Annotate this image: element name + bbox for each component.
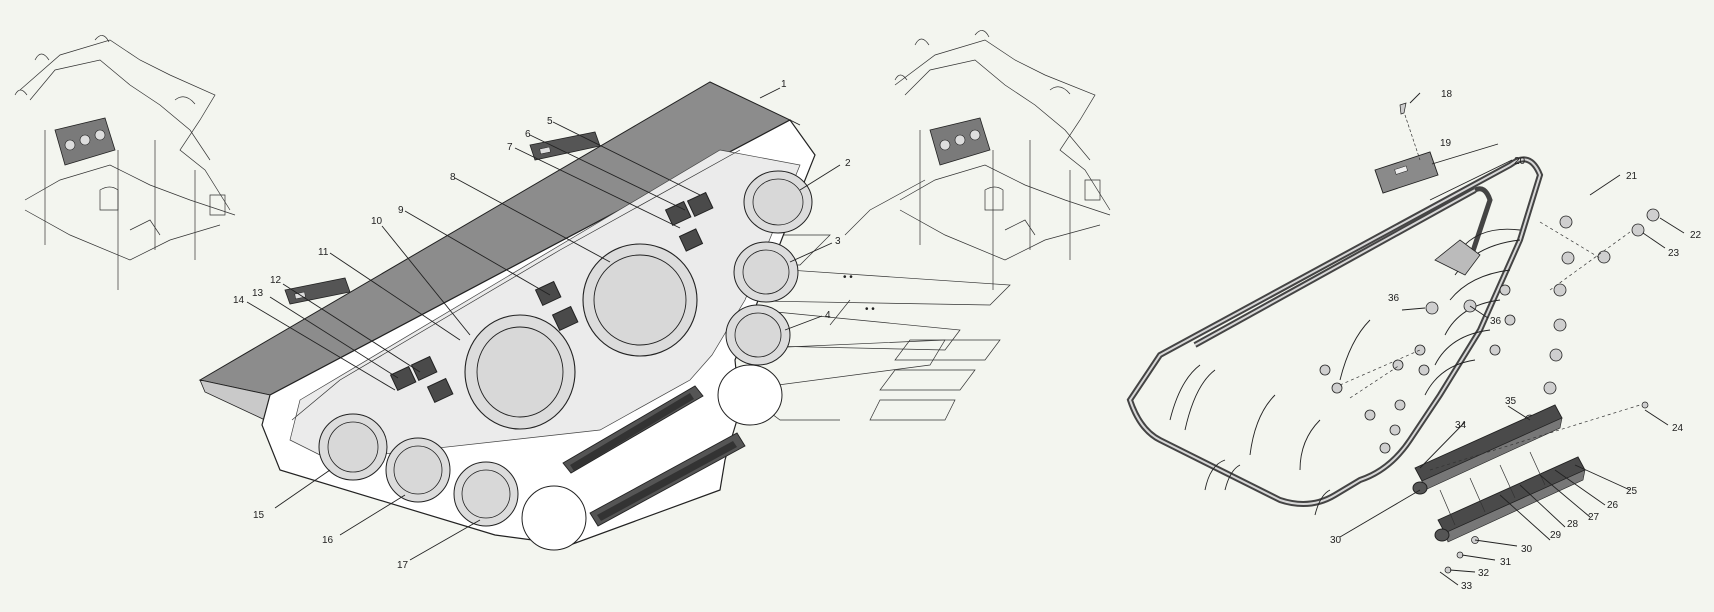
callout-5: 5 [547, 116, 553, 127]
callout-17: 17 [397, 560, 409, 571]
callout-21: 21 [1626, 171, 1638, 182]
callout-18: 18 [1441, 89, 1453, 100]
callout-31: 31 [1500, 557, 1512, 568]
bracket-19 [1374, 151, 1439, 194]
vehicle-frame-thumbnail-left [14, 35, 236, 290]
gauge-17 [453, 461, 519, 527]
dot-marker: • • [843, 272, 853, 283]
callout-29: 29 [1550, 530, 1562, 541]
callout-8: 8 [450, 172, 456, 183]
callout-20: 20 [1514, 156, 1526, 167]
blank-opening [717, 364, 783, 426]
rubber-grommet [1434, 239, 1481, 276]
gauge-2 [743, 170, 813, 234]
callout-25: 25 [1626, 486, 1638, 497]
dot-marker: • • [865, 304, 875, 315]
callout-27: 27 [1588, 512, 1600, 523]
callout-14: 14 [233, 295, 245, 306]
callout-32: 32 [1478, 568, 1490, 579]
gauge-15 [318, 413, 388, 481]
switch-block-left [389, 355, 454, 404]
callout-15: 15 [253, 510, 265, 521]
callout-26: 26 [1607, 500, 1619, 511]
callout-30: 30 [1330, 535, 1342, 546]
callout-7: 7 [507, 142, 513, 153]
callout-19: 19 [1440, 138, 1452, 149]
callout-6: 6 [525, 129, 531, 140]
gauge-16 [385, 437, 451, 503]
callout-22: 22 [1690, 230, 1702, 241]
callout-12: 12 [270, 275, 282, 286]
callout-23: 23 [1668, 248, 1680, 259]
callout-9: 9 [398, 205, 404, 216]
callout-28: 28 [1567, 519, 1579, 530]
exploded-outline-ghost: • • • • [699, 179, 1011, 421]
switch-block-upper [664, 191, 714, 252]
gauge-3 [733, 241, 799, 303]
callout-labels: 1 2 3 4 5 6 7 8 9 10 11 12 13 14 15 16 1… [233, 79, 1702, 592]
callout-36: 36 [1388, 293, 1400, 304]
mounting-bracket [529, 131, 601, 161]
callout-34: 34 [1455, 420, 1467, 431]
indicator-strip-lower [589, 432, 746, 527]
callout-24: 24 [1672, 423, 1684, 434]
callout-3: 3 [835, 236, 841, 247]
gauge-large-8 [582, 243, 698, 357]
callout-11: 11 [318, 247, 329, 258]
callout-30: 30 [1521, 544, 1533, 555]
callout-16: 16 [322, 535, 334, 546]
callout-2: 2 [845, 158, 851, 169]
leader-lines [246, 87, 1685, 586]
vehicle-frame-thumbnail-right [894, 30, 1111, 290]
callout-1: 1 [781, 79, 787, 90]
callout-35: 35 [1505, 396, 1517, 407]
wiring-harness [1126, 102, 1660, 574]
blank-opening [521, 485, 587, 551]
callout-10: 10 [371, 216, 383, 227]
callout-36: 36 [1490, 316, 1502, 327]
indicator-strip-upper [562, 385, 704, 474]
screw-18 [1399, 102, 1407, 115]
gauge-4 [725, 304, 791, 366]
callout-33: 33 [1461, 581, 1473, 592]
gauge-large-10 [464, 314, 576, 430]
callout-13: 13 [252, 288, 264, 299]
connector-caps [1319, 208, 1660, 454]
callout-4: 4 [825, 310, 831, 321]
